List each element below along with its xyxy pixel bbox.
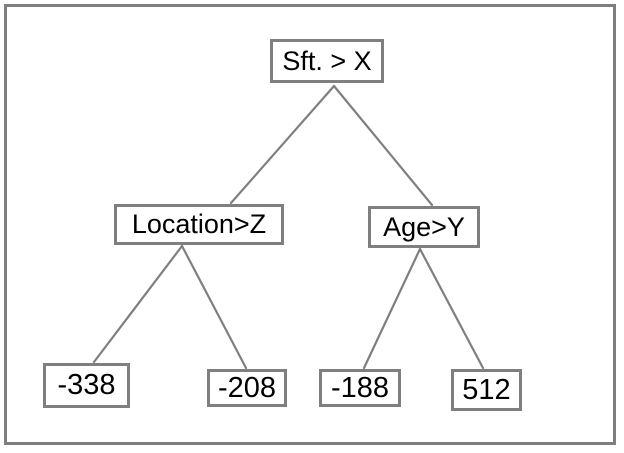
- location-decision-node: Location>Z: [114, 204, 284, 245]
- leaf-value-2: -208: [217, 371, 277, 404]
- leaf-value-4: 512: [462, 373, 511, 406]
- leaf-value-3: -188: [330, 371, 390, 404]
- leaf-node-4: 512: [451, 369, 522, 411]
- leaf-value-1: -338: [57, 369, 116, 401]
- leaf-node-3: -188: [319, 369, 401, 407]
- leaf-node-2: -208: [207, 369, 287, 407]
- leaf-node-1: -338: [43, 363, 130, 408]
- age-decision-node: Age>Y: [368, 206, 480, 248]
- age-decision-label: Age>Y: [383, 211, 465, 242]
- location-decision-label: Location>Z: [131, 209, 267, 239]
- root-decision-node: Sft. > X: [270, 39, 384, 83]
- root-decision-label: Sft. > X: [282, 45, 372, 76]
